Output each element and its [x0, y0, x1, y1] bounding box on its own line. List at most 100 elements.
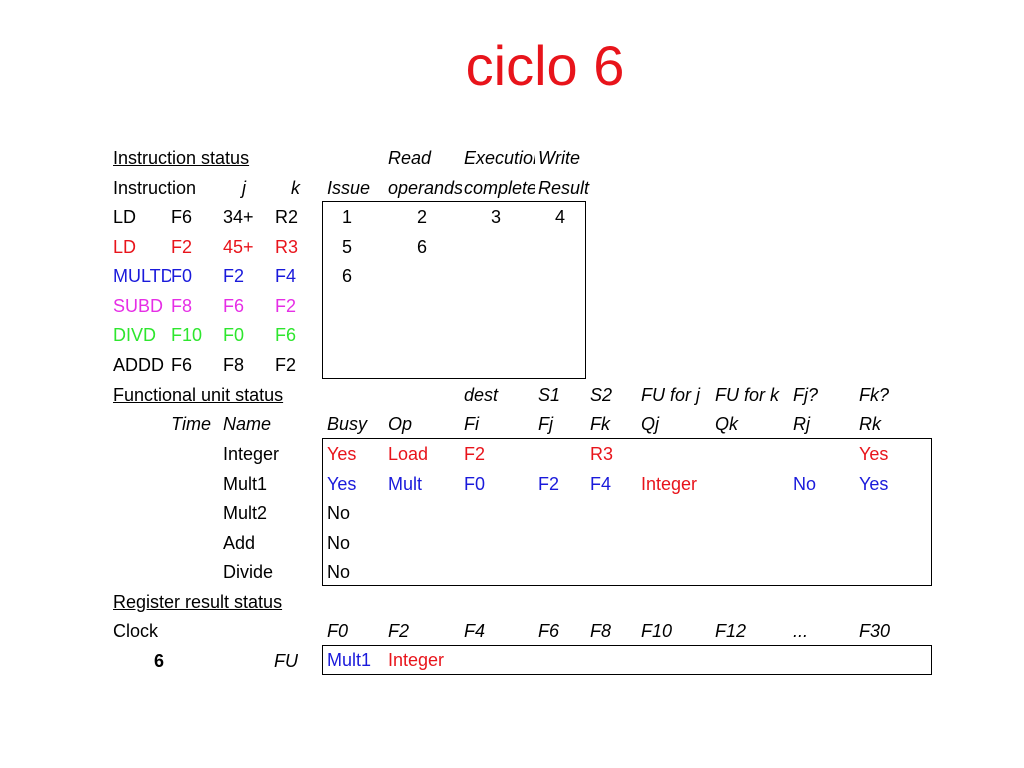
fu-qk: [715, 469, 791, 499]
register-value: Integer: [388, 650, 445, 670]
instruction-read: 2: [416, 207, 427, 227]
header-instruction: Instruction: [113, 178, 197, 198]
fu-busy: Yes: [327, 444, 357, 464]
header-fk: Fk: [590, 414, 610, 434]
instruction-k: R2: [275, 207, 299, 227]
register-header: F10: [641, 621, 673, 641]
fu-qk: [715, 498, 791, 528]
instruction-op: ADDD: [113, 355, 165, 375]
header-fk-ready: Fk?: [859, 385, 890, 405]
register-value: Mult1: [327, 650, 372, 670]
fu-name: Integer: [223, 444, 280, 464]
register-header: F4: [464, 621, 486, 641]
fu-op: Mult: [388, 473, 423, 494]
instruction-issue: 1: [341, 207, 352, 227]
instruction-issue: [327, 350, 367, 380]
fu-qk: [715, 557, 791, 587]
instruction-k: R3: [275, 236, 299, 257]
fu-fk: F4: [590, 473, 612, 494]
header-fj-ready: Fj?: [793, 385, 819, 405]
fu-busy: Yes: [327, 473, 357, 494]
fu-rj: [793, 528, 853, 558]
functional-unit-box: [322, 438, 932, 586]
fu-fj: F2: [538, 473, 560, 494]
instruction-write: [538, 291, 582, 321]
fu-fk: [590, 498, 640, 528]
fu-fk: [590, 528, 640, 558]
instruction-k: F2: [275, 355, 297, 375]
register-value: [793, 645, 863, 675]
fu-op: [388, 557, 460, 587]
fu-qj: Integer: [641, 473, 698, 494]
register-header: F12: [715, 621, 747, 641]
instruction-issue: 6: [341, 266, 352, 287]
fu-rj: No: [793, 473, 817, 494]
instruction-dest: F6: [171, 207, 193, 227]
header-time: Time: [171, 414, 211, 434]
fu-op: [388, 498, 460, 528]
header-fj: Fj: [538, 414, 553, 434]
header-dest: dest: [464, 385, 499, 405]
instruction-read: [400, 261, 444, 291]
instruction-dest: F0: [171, 266, 193, 287]
instruction-exec: [474, 261, 518, 291]
instruction-read: [400, 291, 444, 321]
register-header: ...: [793, 621, 809, 641]
instruction-j: F8: [223, 355, 245, 375]
register-header: F0: [327, 621, 349, 641]
register-value: [715, 645, 801, 675]
fu-qk: [715, 439, 791, 469]
register-header: F30: [859, 621, 891, 641]
register-header: F2: [388, 621, 410, 641]
instruction-op: DIVD: [113, 325, 157, 346]
instruction-k: F6: [275, 325, 297, 346]
instruction-write: 4: [554, 207, 565, 227]
fu-op: [388, 528, 460, 558]
instruction-write: [538, 320, 582, 350]
fu-fj: [538, 498, 588, 528]
fu-name: Add: [223, 532, 256, 553]
instruction-dest: F8: [171, 295, 193, 316]
header-qk: Qk: [715, 414, 739, 434]
instruction-write: [538, 261, 582, 291]
fu-fi: F0: [464, 473, 486, 494]
header-fi: Fi: [464, 414, 479, 434]
fu-op: Load: [388, 444, 429, 464]
header-op: Op: [388, 414, 413, 434]
header-operands: operands: [388, 178, 462, 198]
clock-value: 6: [153, 651, 164, 671]
instruction-read: [400, 320, 444, 350]
fu-fj: [538, 439, 588, 469]
instruction-issue: [327, 291, 367, 321]
header-fu-for-j: FU for j: [641, 385, 701, 405]
instruction-issue: [327, 320, 367, 350]
fu-rk: [859, 498, 919, 528]
fu-rj: [793, 439, 853, 469]
instruction-k: F2: [275, 295, 297, 316]
fu-fk: [590, 557, 640, 587]
fu-qj: [641, 439, 713, 469]
clock-label: Clock: [113, 621, 159, 641]
fu-fi: F2: [464, 444, 486, 464]
instruction-exec: [474, 291, 518, 321]
header-k: k: [291, 178, 300, 198]
fu-fj: [538, 557, 588, 587]
header-busy: Busy: [327, 414, 368, 434]
instruction-dest: F2: [171, 236, 193, 257]
instruction-j: 34+: [223, 207, 254, 227]
header-write: Write: [538, 148, 580, 168]
header-rj: Rj: [793, 414, 810, 434]
instruction-op: SUBD: [113, 295, 164, 316]
fu-rk: Yes: [859, 444, 889, 464]
register-result-status-heading: Register result status: [113, 592, 283, 612]
instruction-dest: F10: [171, 325, 203, 346]
fu-qk: [715, 528, 791, 558]
header-issue: Issue: [327, 178, 371, 198]
fu-label: FU: [274, 651, 298, 671]
fu-qj: [641, 557, 713, 587]
fu-fj: [538, 528, 588, 558]
register-value: [859, 645, 929, 675]
instruction-j: 45+: [223, 236, 254, 257]
fu-busy: No: [327, 503, 351, 524]
header-rk: Rk: [859, 414, 881, 434]
